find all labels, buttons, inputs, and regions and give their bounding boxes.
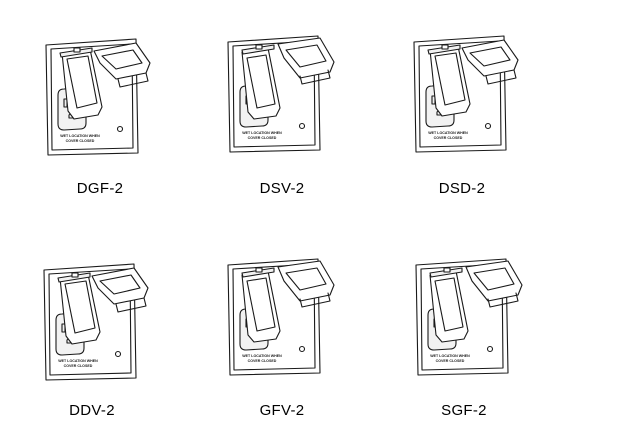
left-lid-panel	[64, 280, 96, 334]
model-label-dsv-2: DSV-2	[259, 180, 305, 197]
screw-hole	[484, 122, 492, 130]
plate-text-line2: COVER CLOSED	[434, 136, 463, 140]
left-lid-panel	[434, 277, 464, 332]
screw-hole	[116, 125, 124, 133]
right-lid	[465, 260, 523, 302]
right-lid-panel	[101, 49, 143, 70]
plate-text-line1: WET LOCATION WHEN	[60, 134, 100, 138]
cover-linework	[45, 38, 151, 156]
right-lid	[277, 37, 335, 79]
left-lid-panel	[434, 52, 466, 106]
left-lid-panel	[66, 55, 98, 109]
right-lid-edge	[117, 72, 149, 88]
right-lid-panel	[285, 267, 327, 291]
hinge-tab	[71, 272, 79, 278]
right-lid-panel	[469, 46, 511, 67]
screw-hole	[298, 345, 306, 353]
screw-hole	[486, 345, 494, 353]
left-lid-panel	[246, 277, 276, 332]
cover-linework	[43, 263, 149, 381]
plate-text-line1: WET LOCATION WHEN	[428, 131, 468, 135]
hinge-tab	[255, 267, 263, 273]
model-label-ddv-2: DDV-2	[69, 402, 115, 419]
plate-text-line1: WET LOCATION WHEN	[58, 359, 98, 363]
screw-hole	[298, 122, 306, 130]
plate-text-line1: WET LOCATION WHEN	[242, 354, 282, 358]
right-lid-edge	[485, 69, 517, 85]
plate-bevel	[418, 40, 502, 148]
plate-text-line2: COVER CLOSED	[248, 359, 277, 363]
left-lid-panel	[246, 54, 276, 109]
right-lid-edge	[487, 292, 519, 308]
right-lid-edge	[299, 69, 331, 85]
right-lid-panel	[99, 274, 141, 295]
cover-linework	[413, 35, 519, 153]
right-lid-panel	[285, 44, 327, 68]
plate-text-line2: COVER CLOSED	[66, 139, 95, 143]
plate-bevel	[48, 268, 132, 376]
plate-text-line2: COVER CLOSED	[64, 364, 93, 368]
model-label-dgf-2: DGF-2	[76, 180, 124, 197]
hinge-tab	[443, 267, 451, 273]
right-lid	[277, 260, 335, 302]
right-lid-edge	[115, 297, 147, 313]
screw-hole	[114, 350, 122, 358]
hinge-tab	[73, 47, 81, 53]
cover-linework	[227, 258, 335, 376]
hinge-tab	[441, 44, 449, 50]
model-label-gfv-2: GFV-2	[259, 402, 305, 419]
model-label-dsd-2: DSD-2	[438, 180, 486, 197]
right-lid-edge	[299, 292, 331, 308]
plate-text-line1: WET LOCATION WHEN	[430, 354, 470, 358]
model-label-sgf-2: SGF-2	[441, 402, 487, 419]
hinge-tab	[255, 44, 263, 50]
cover-linework	[415, 258, 523, 376]
right-lid-panel	[473, 267, 515, 291]
plate-text-line2: COVER CLOSED	[436, 359, 465, 363]
plate-text-line1: WET LOCATION WHEN	[242, 131, 282, 135]
cover-linework	[227, 35, 335, 153]
plate-bevel	[50, 43, 134, 151]
plate-text-line2: COVER CLOSED	[248, 136, 277, 140]
